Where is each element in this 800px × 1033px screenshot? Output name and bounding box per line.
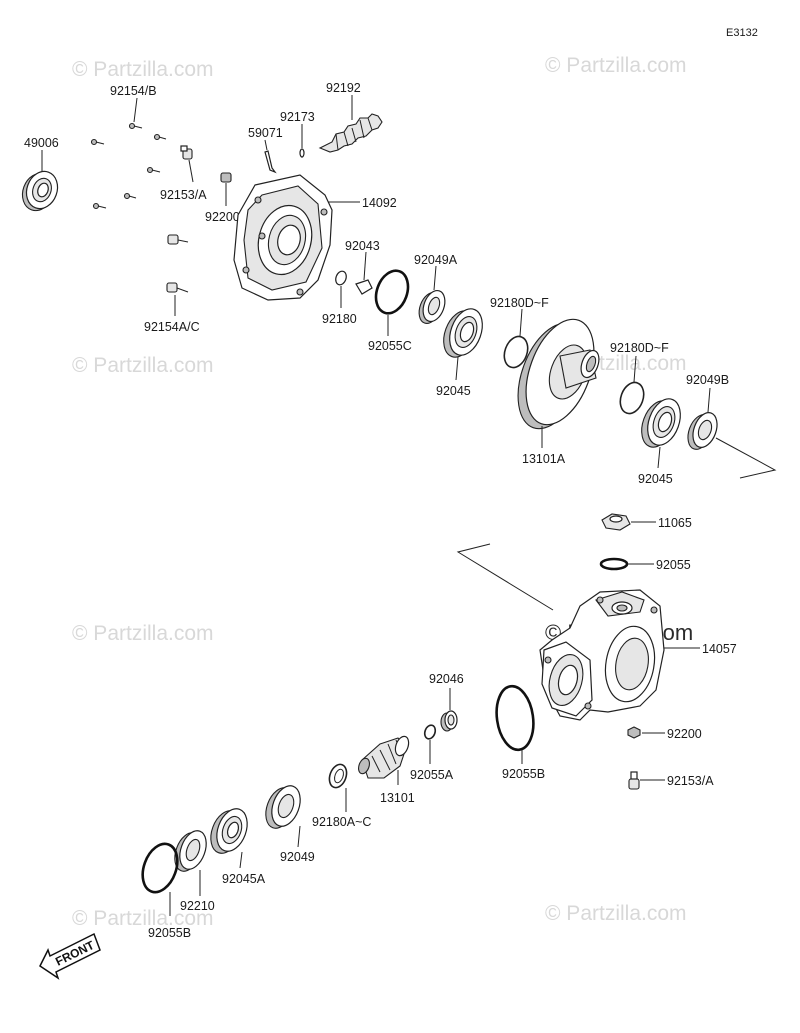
part-92180DF-shim-left[interactable]	[500, 333, 532, 371]
part-92055B-oring-bottom[interactable]	[136, 839, 183, 897]
part-92055B-oring-mid[interactable]	[493, 684, 538, 752]
callout-92153A-right: 92153/A	[667, 774, 714, 788]
callout-92055B-bottom: 92055B	[148, 926, 191, 940]
part-92055-oring[interactable]	[599, 557, 629, 571]
watermark-5: © Partzilla.com	[72, 622, 214, 645]
part-13101-pinion[interactable]	[357, 735, 411, 779]
callout-14057: 14057	[702, 642, 737, 656]
alignment-line-right	[715, 437, 777, 479]
callout-92173: 92173	[280, 110, 315, 124]
callout-11065: 11065	[658, 516, 692, 530]
part-11065-cap[interactable]	[601, 513, 631, 531]
callout-59071: 59071	[248, 126, 283, 140]
callout-14092: 14092	[362, 196, 397, 210]
callout-92180DF-left: 92180D~F	[490, 296, 549, 310]
part-92153A-right[interactable]	[628, 771, 640, 790]
callout-92200-top: 92200	[205, 210, 240, 224]
callout-92180AC: 92180A~C	[312, 815, 371, 829]
callout-92045-right: 92045	[638, 472, 673, 486]
part-49006[interactable]	[17, 167, 62, 215]
watermark-6: © Partzilla.com	[72, 907, 214, 930]
bolts-92154B[interactable]	[90, 122, 167, 210]
callout-92055C: 92055C	[368, 339, 412, 353]
diagram-code: E3132	[726, 27, 758, 39]
part-92045-bearing-right[interactable]	[636, 394, 687, 451]
callout-92055A: 92055A	[410, 768, 454, 782]
part-92049B-seal[interactable]	[684, 409, 722, 452]
part-92049-seal[interactable]	[261, 782, 306, 832]
alignment-line-case	[456, 543, 554, 611]
part-92055A-ring[interactable]	[423, 724, 437, 741]
callout-92045A: 92045A	[222, 872, 266, 886]
callout-92055: 92055	[656, 558, 691, 572]
part-92173[interactable]	[299, 148, 305, 158]
part-59071[interactable]	[264, 150, 277, 174]
part-92200-right[interactable]	[627, 726, 641, 739]
part-92045-bearing-left[interactable]	[438, 304, 489, 361]
part-92192-boot[interactable]	[318, 113, 383, 153]
watermark-7: © Partzilla.com	[545, 902, 687, 925]
part-92180[interactable]	[334, 270, 348, 287]
callout-92049B: 92049B	[686, 373, 729, 387]
callout-92154B: 92154/B	[110, 84, 157, 98]
part-92210-nut[interactable]	[170, 827, 211, 875]
watermark-3: © Partzilla.com	[72, 354, 214, 377]
callout-92153A-top: 92153/A	[160, 188, 207, 202]
callout-92049A: 92049A	[414, 253, 458, 267]
part-92180DF-shim-right[interactable]	[616, 379, 648, 417]
part-14092-cover[interactable]	[233, 174, 333, 301]
callout-92055B-mid: 92055B	[502, 767, 545, 781]
part-13101A-ring-gear[interactable]	[505, 310, 607, 438]
callout-92210: 92210	[180, 899, 215, 913]
part-14057-case[interactable]	[539, 589, 665, 721]
front-arrow: FRONT	[39, 932, 101, 980]
callout-13101A: 13101A	[522, 452, 566, 466]
callout-92045-left: 92045	[436, 384, 471, 398]
part-92045A-bearing[interactable]	[205, 805, 252, 858]
callout-92192: 92192	[326, 81, 361, 95]
callout-92200-right: 92200	[667, 727, 702, 741]
part-92200-top[interactable]	[220, 172, 232, 183]
part-92049A-seal[interactable]	[415, 288, 449, 327]
part-92043[interactable]	[355, 279, 373, 295]
bolts-92154AC[interactable]	[166, 234, 189, 293]
watermark-2: © Partzilla.com	[545, 54, 687, 77]
part-92153A-top[interactable]	[180, 145, 193, 160]
front-label: FRONT	[53, 938, 97, 969]
watermark-1: © Partzilla.com	[72, 58, 214, 81]
callout-92180: 92180	[322, 312, 357, 326]
part-92046-bearing[interactable]	[440, 710, 458, 732]
callout-92154AC: 92154A/C	[144, 320, 200, 334]
callout-92046: 92046	[429, 672, 464, 686]
part-92180AC-shim[interactable]	[326, 762, 349, 790]
callout-13101: 13101	[380, 791, 415, 805]
callout-92180DF-right: 92180D~F	[610, 341, 669, 355]
callout-92049: 92049	[280, 850, 315, 864]
callout-92043: 92043	[345, 239, 380, 253]
part-92055C-oring[interactable]	[370, 266, 413, 318]
callout-49006: 49006	[24, 136, 59, 150]
